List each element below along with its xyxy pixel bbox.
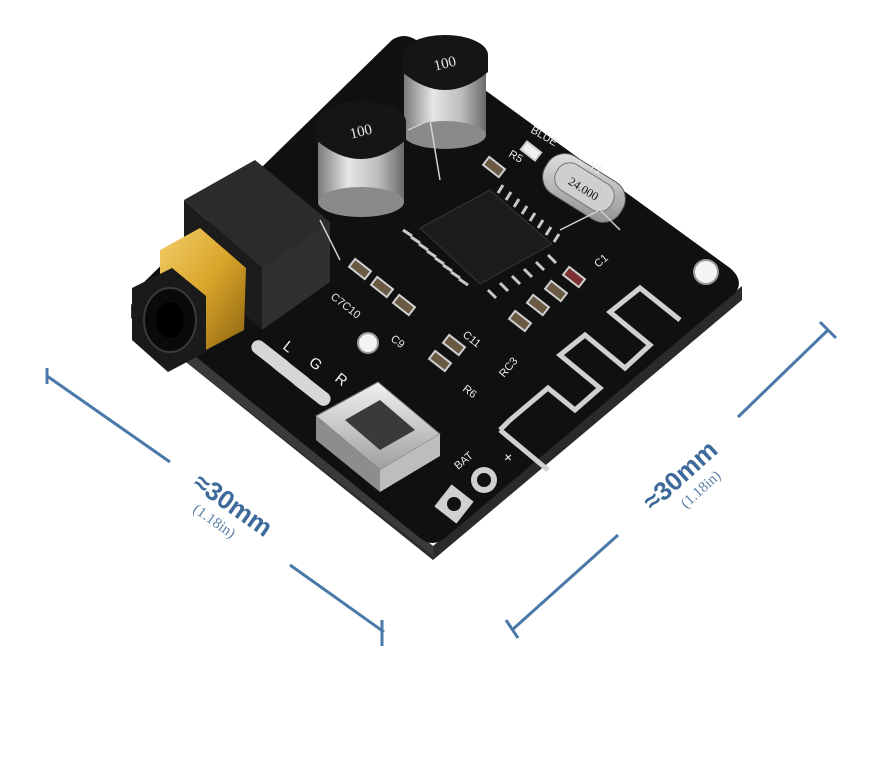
left-dimension-line-a (46, 374, 171, 464)
capacitor-label-line3: 16V (429, 71, 458, 93)
right-dimension-line-b (510, 533, 620, 632)
capacitor-back: CS 100 16V (402, 35, 488, 149)
battery-pads (434, 467, 497, 524)
capacitor-label-line1: CS (352, 106, 374, 126)
audio-jack (132, 160, 330, 372)
lgr-pads (251, 340, 331, 406)
smd-components (347, 140, 587, 373)
micro-usb-port (315, 381, 441, 492)
silk-y1: Y1 (587, 160, 605, 177)
silk-outlines (319, 118, 621, 261)
capacitor-label-line2: 100 (432, 54, 458, 75)
capacitor-label-line2: 100 (348, 122, 374, 143)
antenna-trace (508, 284, 682, 422)
crystal-oscillator: 24.000 (542, 153, 626, 223)
capacitor-front: CS 100 16V (316, 101, 406, 217)
right-dimension-line-a (736, 328, 830, 419)
pcb-top (132, 36, 739, 543)
pcb-board: 24.000 CS 100 16V CS 100 16V (131, 35, 742, 560)
mounting-hole (693, 259, 719, 285)
ic-chip (402, 184, 561, 300)
mounting-hole (357, 332, 379, 354)
left-dimension-line-b (289, 563, 385, 634)
capacitor-label-line1: CS (436, 38, 458, 58)
right-dimension: ≈30mm (1.18in) (504, 320, 838, 639)
capacitor-label-line3: 16V (345, 139, 374, 161)
